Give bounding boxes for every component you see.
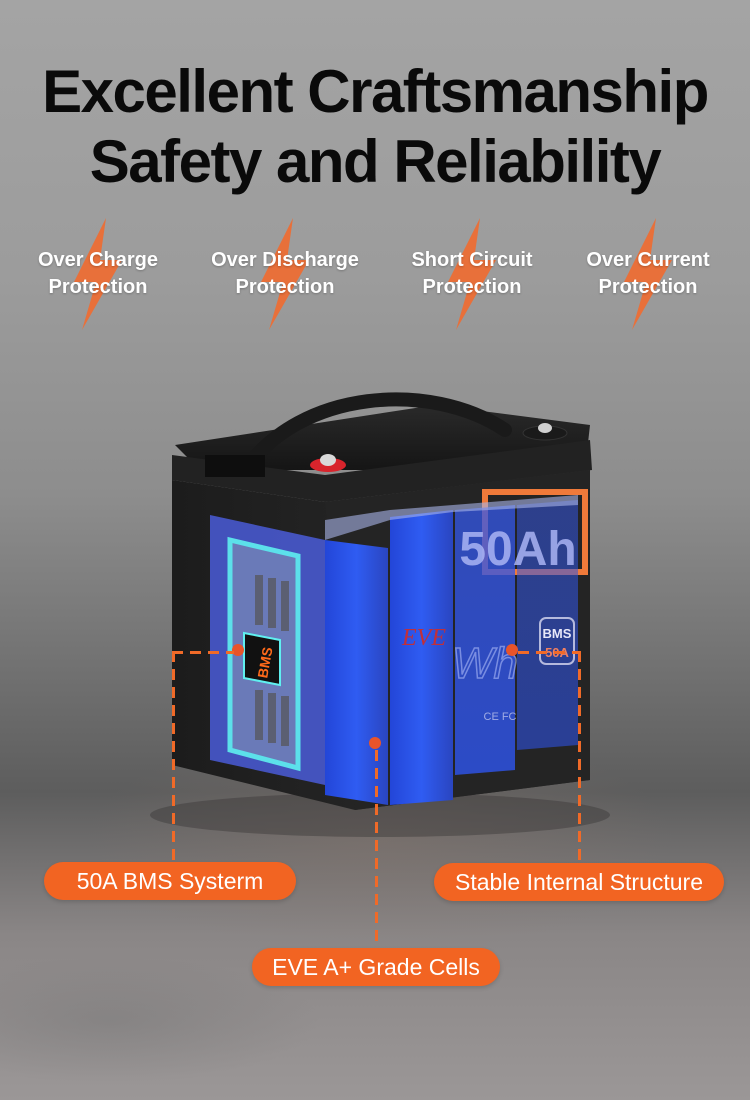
leader-line-bms [172, 651, 234, 654]
lightning-bolt-icon [624, 218, 672, 330]
lightning-bolt-icon [261, 218, 309, 330]
feature-short-circuit: Short Circuit Protection [382, 218, 562, 330]
leader-line-structure-vertical [578, 651, 581, 861]
svg-text:BMS: BMS [254, 646, 275, 679]
feature-over-charge: Over Charge Protection [8, 218, 188, 330]
feature-over-discharge: Over Discharge Protection [195, 218, 375, 330]
leader-line-bms-vertical [172, 651, 175, 861]
svg-text:50Ah: 50Ah [459, 523, 576, 576]
bms-chip [255, 575, 289, 746]
svg-text:EVE: EVE [401, 625, 446, 651]
feature-over-current: Over Current Protection [558, 218, 738, 330]
lightning-bolt-icon [74, 218, 122, 330]
page-title-line-2: Safety and Reliability [89, 128, 662, 195]
feature-label: Over Charge Protection [37, 249, 159, 298]
feature-label: Short Circuit Protection [411, 249, 533, 298]
page-title-line-1: Excellent Craftsmanship [42, 58, 709, 125]
lightning-bolt-icon [448, 218, 496, 330]
svg-text:BMS: BMS [543, 626, 572, 641]
feature-label: Over Discharge Protection [211, 249, 359, 298]
leader-line-structure [518, 651, 580, 654]
svg-text:CE FC: CE FC [484, 711, 517, 723]
callout-eve-cells: EVE A+ Grade Cells [252, 948, 500, 986]
leader-line-cells [375, 750, 378, 945]
feature-label: Over Current Protection [586, 249, 710, 298]
callout-stable-structure: Stable Internal Structure [434, 863, 724, 901]
callout-bms-system: 50A BMS Systerm [44, 862, 296, 900]
